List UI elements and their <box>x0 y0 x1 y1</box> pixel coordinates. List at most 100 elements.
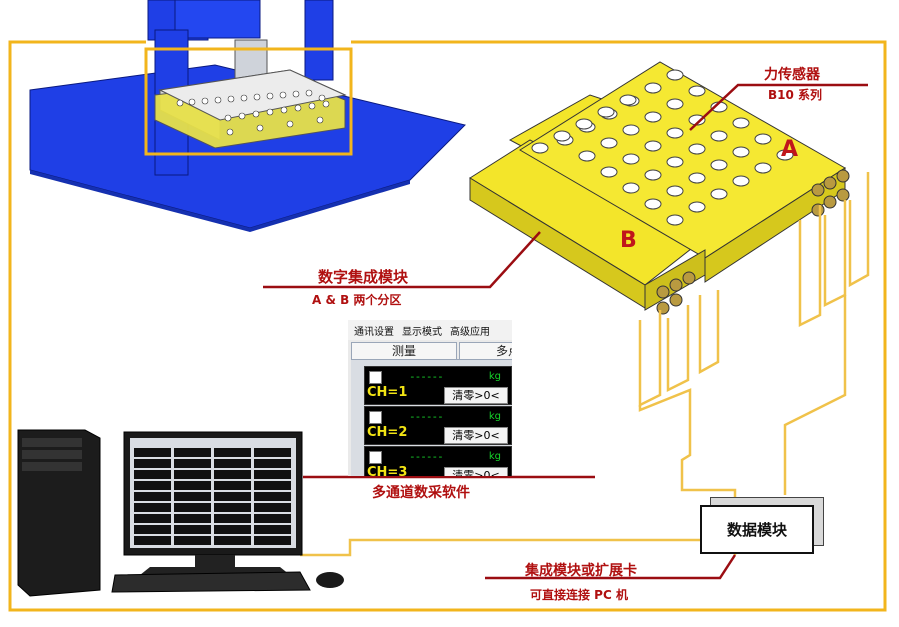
menu-comm-settings[interactable]: 通讯设置 <box>354 323 394 338</box>
module-title-label: 数字集成模块 <box>318 266 408 287</box>
sensor-series-label: B10 系列 <box>768 86 822 103</box>
pc-connection-title: 集成模块或扩展卡 <box>525 560 637 580</box>
pc-connection-sub: 可直接连接 PC 机 <box>530 586 628 603</box>
sensor-dot <box>645 141 661 151</box>
sensor-dot <box>689 202 705 212</box>
sensor-dot <box>667 70 683 80</box>
monitor-cell <box>254 492 291 501</box>
zero-button[interactable]: 清零>0< <box>444 427 508 444</box>
channel-unit: kg <box>489 371 501 382</box>
sensor-dot <box>667 128 683 138</box>
channel-panel: ------ kg CH=1 清零>0< ------ kg CH=2 清零>0… <box>351 359 512 476</box>
sensor-dot <box>711 189 727 199</box>
channel-name: CH=1 <box>367 385 407 400</box>
monitor-cell <box>214 514 251 523</box>
monitor-cell <box>174 470 211 479</box>
sensor-dot <box>620 95 636 105</box>
sensor-dot <box>645 83 661 93</box>
monitor-cell <box>174 514 211 523</box>
monitor-cell <box>254 448 291 457</box>
sensor-dot <box>601 138 617 148</box>
zone-b-label: B <box>620 228 637 253</box>
channel-checkbox[interactable] <box>369 411 382 424</box>
monitor-cell <box>134 481 171 490</box>
tab-multipoint[interactable]: 多点 <box>459 342 512 360</box>
channel-reading: ------ <box>409 450 443 463</box>
monitor-cell <box>214 536 251 545</box>
monitor-cell <box>254 525 291 534</box>
monitor-cell <box>174 448 211 457</box>
zero-button[interactable]: 清零>0< <box>444 387 508 404</box>
channel-checkbox[interactable] <box>369 371 382 384</box>
zone-a-label: A <box>781 137 798 162</box>
monitor-cell <box>134 470 171 479</box>
channel-row: ------ kg CH=3 清零>0< <box>364 446 512 476</box>
monitor-cell <box>134 536 171 545</box>
monitor-cell <box>174 536 211 545</box>
sensor-dot <box>689 144 705 154</box>
monitor-cell <box>214 481 251 490</box>
sensor-dot <box>623 183 639 193</box>
channel-unit: kg <box>489 411 501 422</box>
sensor-dot <box>667 99 683 109</box>
channel-row: ------ kg CH=2 清零>0< <box>364 406 512 445</box>
monitor-cell <box>134 448 171 457</box>
sensor-dot <box>623 125 639 135</box>
channel-reading: ------ <box>409 370 443 383</box>
sensor-dot <box>755 163 771 173</box>
monitor-cell <box>174 492 211 501</box>
monitor-cell <box>214 470 251 479</box>
monitor-cell <box>254 470 291 479</box>
monitor-cell <box>174 459 211 468</box>
sensor-dot <box>711 160 727 170</box>
pc-workstation <box>18 430 344 596</box>
menu-advanced[interactable]: 高级应用 <box>450 323 490 338</box>
tab-measure[interactable]: 测量 <box>351 342 457 360</box>
monitor-cell <box>134 525 171 534</box>
sensor-dot <box>733 147 749 157</box>
software-tabs: 测量 多点 <box>351 342 512 360</box>
sensor-dot <box>667 215 683 225</box>
monitor-cell <box>174 525 211 534</box>
sensor-dot <box>689 86 705 96</box>
software-menubar: 通讯设置 显示模式 高级应用 <box>348 320 512 340</box>
sensor-title-label: 力传感器 <box>764 64 820 84</box>
zero-button[interactable]: 清零>0< <box>444 467 508 476</box>
monitor-cell <box>214 525 251 534</box>
channel-name: CH=2 <box>367 425 407 440</box>
monitor-cell <box>174 503 211 512</box>
monitor-cell <box>174 481 211 490</box>
monitor-cell <box>134 514 171 523</box>
sensor-dot <box>579 151 595 161</box>
sensor-dot <box>645 170 661 180</box>
channel-row: ------ kg CH=1 清零>0< <box>364 366 512 405</box>
sensor-dot <box>755 134 771 144</box>
channel-checkbox[interactable] <box>369 451 382 464</box>
sensor-dot <box>623 154 639 164</box>
sensor-dot <box>689 173 705 183</box>
monitor-cell <box>254 536 291 545</box>
sensor-dot <box>645 199 661 209</box>
channel-reading: ------ <box>409 410 443 423</box>
monitor-cell <box>214 492 251 501</box>
sensor-dot <box>554 131 570 141</box>
sensor-dot <box>601 167 617 177</box>
sensor-dot <box>532 143 548 153</box>
monitor-cell <box>134 459 171 468</box>
monitor-cell <box>254 514 291 523</box>
monitor-cell <box>134 492 171 501</box>
sensor-dot <box>667 186 683 196</box>
channel-name: CH=3 <box>367 465 407 476</box>
software-caption-label: 多通道数采软件 <box>372 482 470 502</box>
module-zones-label: A & B 两个分区 <box>312 291 401 308</box>
sensor-dot <box>645 112 661 122</box>
sensor-dot <box>733 118 749 128</box>
data-module-box: 数据模块 <box>700 505 814 554</box>
menu-display-mode[interactable]: 显示模式 <box>402 323 442 338</box>
monitor-cell <box>254 481 291 490</box>
data-module-label: 数据模块 <box>702 519 812 540</box>
monitor-cell <box>254 459 291 468</box>
channel-unit: kg <box>489 451 501 462</box>
sensor-dot <box>667 157 683 167</box>
daq-software-window: 通讯设置 显示模式 高级应用 测量 多点 ------ kg CH=1 清零>0… <box>348 320 512 476</box>
